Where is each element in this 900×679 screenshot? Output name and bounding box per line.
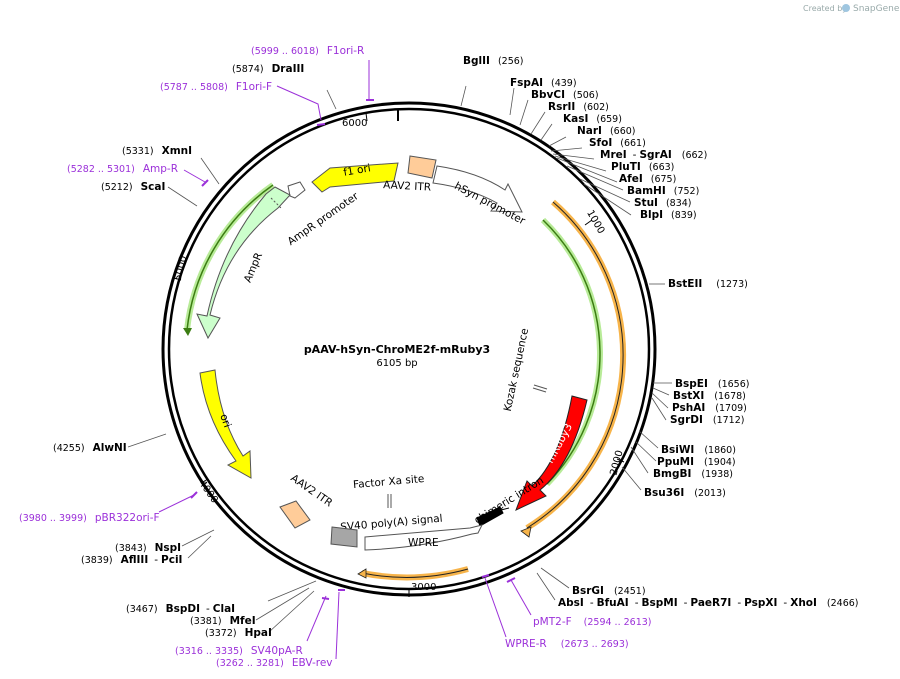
enzyme-afliii-pcii[interactable]: (3839)AflIII-PciI xyxy=(81,554,182,566)
enzyme-rsrii[interactable]: RsrII(602) xyxy=(548,101,609,113)
feature-gray-block[interactable] xyxy=(330,526,358,548)
feature-label-kozak: Kozak sequence xyxy=(502,327,531,412)
enzyme-bglii[interactable]: BglII(256) xyxy=(463,55,523,67)
primer-f1ori-r[interactable]: (5999 .. 6018)F1ori-R xyxy=(251,45,364,57)
feature-ori[interactable] xyxy=(199,369,252,479)
primer-f1ori-f[interactable]: (5787 .. 5808)F1ori-F xyxy=(160,81,272,93)
enzyme-alwni[interactable]: (4255)AlwNI xyxy=(53,442,127,454)
enzyme-blpi[interactable]: BlpI(839) xyxy=(640,209,697,221)
enzyme-stui[interactable]: StuI(834) xyxy=(634,197,692,209)
primer-pbr322ori-f[interactable]: (3980 .. 3999)pBR322ori-F xyxy=(19,512,160,524)
snapgene-credit: Created by SnapGene xyxy=(803,4,900,14)
orf-arrow-right xyxy=(520,526,532,538)
orf-arcs xyxy=(183,182,627,581)
feature-wpre[interactable] xyxy=(364,524,483,551)
enzyme-bsiwi[interactable]: BsiWI(1860) xyxy=(661,444,736,456)
enzyme-afei[interactable]: AfeI(675) xyxy=(619,173,676,185)
enzyme-ppumi[interactable]: PpuMI(1904) xyxy=(657,456,736,468)
enzyme-bmgbi[interactable]: BmgBI(1938) xyxy=(653,468,733,480)
feature-ampr-promoter[interactable] xyxy=(287,181,306,199)
enzyme-absi-xhoi[interactable]: AbsI-BfuAI-BspMI-PaeR7I-PspXI-XhoI(2466) xyxy=(558,597,859,609)
credit-brand: SnapGene xyxy=(853,4,900,14)
feature-label-aav2-itr-top: AAV2 ITR xyxy=(383,179,432,193)
enzyme-nspi[interactable]: (3843)NspI xyxy=(115,542,181,554)
enzyme-leader-lines xyxy=(127,85,672,633)
enzyme-bsteii[interactable]: BstEII(1273) xyxy=(668,278,748,290)
feature-label-factor-xa: Factor Xa site xyxy=(353,473,425,491)
feature-aav2-itr-bottom[interactable] xyxy=(279,500,311,529)
snapgene-logo-icon xyxy=(842,4,850,12)
feature-label-ampr: AmpR xyxy=(242,251,265,285)
credit-prefix: Created by xyxy=(803,4,847,13)
feature-f1-ori[interactable] xyxy=(311,162,399,193)
enzyme-labels: BglII(256) FspAI(439) BbvCI(506) RsrII(6… xyxy=(53,55,859,639)
enzyme-bsrgi[interactable]: BsrGI(2451) xyxy=(572,585,646,597)
tick-1000: 1000 xyxy=(584,208,606,236)
enzyme-xmni[interactable]: (5331)XmnI xyxy=(122,145,192,157)
primer-ebv-rev[interactable]: (3262 .. 3281)EBV-rev xyxy=(216,657,333,669)
enzyme-scai[interactable]: (5212)ScaI xyxy=(101,181,165,193)
enzyme-sgrdi[interactable]: SgrDI(1712) xyxy=(670,414,744,426)
enzyme-fspai[interactable]: FspAI(439) xyxy=(510,77,577,89)
feature-label-ampr-promoter: AmpR promoter xyxy=(286,190,362,248)
enzyme-pluti[interactable]: PluTI(663) xyxy=(611,161,674,173)
feature-label-f1-ori: f1 ori xyxy=(343,162,372,179)
feature-mruby3[interactable] xyxy=(515,395,588,511)
enzyme-bbvci[interactable]: BbvCI(506) xyxy=(531,89,599,101)
tick-5000: 5000 xyxy=(173,255,190,282)
feature-chimeric-intron[interactable] xyxy=(476,506,504,527)
enzyme-sfoi[interactable]: SfoI(661) xyxy=(589,137,646,149)
feature-aav2-itr-top[interactable] xyxy=(407,155,437,179)
primer-labels: (5999 .. 6018)F1ori-R (5787 .. 5808)F1or… xyxy=(19,45,652,669)
feature-ampr[interactable] xyxy=(196,186,291,340)
tick-6000: 6000 xyxy=(342,118,367,129)
primer-sv40pa-r[interactable]: (3316 .. 3335)SV40pA-R xyxy=(175,645,303,657)
enzyme-mfei[interactable]: (3381)MfeI xyxy=(190,615,256,627)
enzyme-bstxi[interactable]: BstXI(1678) xyxy=(673,390,746,402)
enzyme-bspei[interactable]: BspEI(1656) xyxy=(675,378,749,390)
tick-3000: 3000 xyxy=(411,582,436,593)
enzyme-nari[interactable]: NarI(660) xyxy=(577,125,636,137)
feature-label-wpre: WPRE xyxy=(408,537,439,549)
feature-hsyn-promoter[interactable] xyxy=(432,165,523,213)
feature-label-ori: ori xyxy=(217,412,233,429)
primer-wpre-r[interactable]: WPRE-R(2673 .. 2693) xyxy=(505,638,629,650)
enzyme-kasi[interactable]: KasI(659) xyxy=(563,113,622,125)
primer-pmt2-f[interactable]: pMT2-F(2594 .. 2613) xyxy=(533,616,652,628)
plasmid-size: 6105 bp xyxy=(376,358,417,369)
enzyme-pshai[interactable]: PshAI(1709) xyxy=(672,402,747,414)
enzyme-bspdi-clai[interactable]: (3467)BspDI-ClaI xyxy=(126,603,235,615)
plasmid-name: pAAV-hSyn-ChroME2f-mRuby3 xyxy=(304,343,490,356)
primer-leader-lines xyxy=(158,60,532,660)
enzyme-mrei-sgrai[interactable]: MreI-SgrAI(662) xyxy=(600,149,707,161)
enzyme-hpai[interactable]: (3372)HpaI xyxy=(205,627,272,639)
enzyme-draiii[interactable]: (5874)DraIII xyxy=(232,63,304,75)
primer-amp-r[interactable]: (5282 .. 5301)Amp-R xyxy=(67,163,178,175)
enzyme-bsu36i[interactable]: Bsu36I(2013) xyxy=(644,487,726,499)
enzyme-bamhi[interactable]: BamHI(752) xyxy=(627,185,699,197)
